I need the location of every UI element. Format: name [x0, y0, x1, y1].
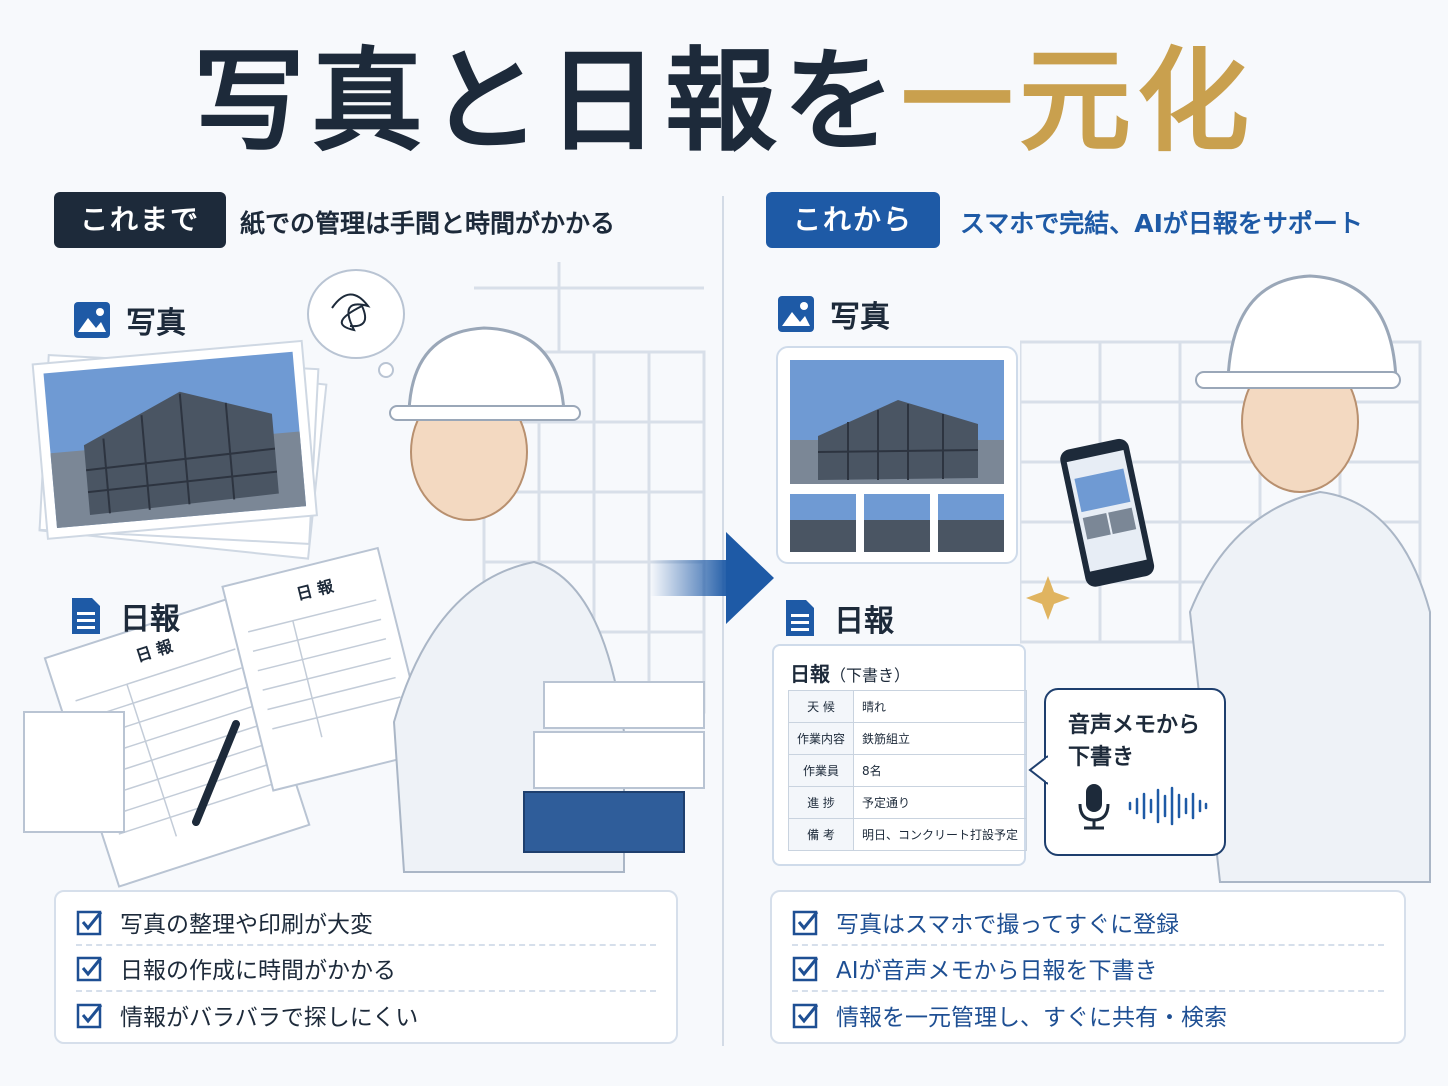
row-value: 明日、コンクリート打設予定 [853, 818, 1028, 851]
thumbnail-photo [938, 494, 1004, 552]
after-check-text-3: 情報を一元管理し、すぐに共有・検索 [836, 1005, 1227, 1031]
before-check-text-1: 写真の整理や印刷が大変 [120, 912, 373, 938]
row-value: 晴れ [853, 690, 1028, 723]
table-row: 作業内容鉄筋組立 [787, 722, 1028, 755]
before-photo-heading: 写真 [72, 298, 186, 342]
main-title: 写真と日報を一元化 [0, 42, 1448, 162]
checkbox-icon [76, 910, 103, 936]
checkbox-icon [76, 1003, 103, 1029]
microphone-icon [1078, 784, 1110, 830]
before-checklist: 写真の整理や印刷が大変 日報の作成に時間がかかる 情報がバラバラで探しにくい [54, 890, 678, 1044]
row-key: 天 候 [787, 690, 855, 723]
pen-icon [192, 720, 240, 826]
center-divider [722, 196, 724, 1046]
table-row: 天 候晴れ [787, 690, 1028, 723]
photo-gallery [790, 360, 1004, 552]
checkbox-icon [792, 910, 819, 936]
main-photo [790, 360, 1004, 484]
checkbox-icon [792, 956, 819, 982]
document-icon [786, 600, 814, 636]
after-check-item-2: AIが音声メモから日報を下書き [792, 946, 1384, 992]
voice-memo-line-1: 音声メモから [1068, 713, 1201, 738]
after-report-label: 日報 [834, 604, 894, 639]
table-row: 備 考明日、コンクリート打設予定 [787, 818, 1028, 851]
row-value: 鉄筋組立 [853, 722, 1028, 755]
thumbnail-photo [790, 494, 856, 552]
before-check-text-2: 日報の作成に時間がかかる [120, 958, 396, 984]
bubble-tail [1028, 755, 1048, 785]
before-photo-label: 写真 [126, 306, 186, 341]
sparkle-icon [1026, 576, 1070, 620]
voice-memo-text: 音声メモから 下書き [1068, 710, 1200, 774]
after-photo-label: 写真 [830, 300, 890, 335]
before-check-text-3: 情報がバラバラで探しにくい [120, 1005, 419, 1031]
after-check-item-1: 写真はスマホで撮ってすぐに登録 [792, 900, 1384, 946]
after-photo-heading: 写真 [776, 292, 890, 336]
before-report-label: 日報 [120, 602, 180, 637]
after-check-item-3: 情報を一元管理し、すぐに共有・検索 [792, 992, 1384, 1038]
row-key: 備 考 [787, 818, 855, 851]
voice-memo-bubble: 音声メモから 下書き [1028, 688, 1226, 856]
arrow-right-icon [650, 532, 774, 624]
report-title-text: 日報 [790, 662, 830, 686]
table-row: 進 捗予定通り [787, 786, 1028, 819]
before-subtitle: 紙での管理は手間と時間がかかる [240, 209, 616, 238]
image-icon [74, 302, 110, 338]
before-check-item-1: 写真の整理や印刷が大変 [76, 900, 656, 946]
row-key: 作業員 [787, 754, 855, 787]
row-key: 作業内容 [787, 722, 855, 755]
before-check-item-3: 情報がバラバラで探しにくい [76, 992, 656, 1038]
after-checklist: 写真はスマホで撮ってすぐに登録 AIが音声メモから日報を下書き 情報を一元管理し… [770, 890, 1406, 1044]
row-value: 予定通り [853, 786, 1028, 819]
after-subtitle: スマホで完結、AIが日報をサポート [960, 209, 1363, 238]
photo-gallery-panel [776, 346, 1018, 564]
checkbox-icon [76, 956, 103, 982]
binder-stack [23, 681, 705, 853]
sound-wave-icon [1128, 786, 1208, 826]
report-draft-tag: （下書き） [830, 666, 911, 685]
voice-memo-line-2: 下書き [1068, 745, 1135, 770]
title-part-2: 一元化 [901, 37, 1255, 167]
row-key: 進 捗 [787, 786, 855, 819]
after-check-text-2: AIが音声メモから日報を下書き [836, 958, 1158, 984]
before-illustration: 日 報 日 報 [23, 262, 706, 888]
checkbox-icon [792, 1003, 819, 1029]
photo-stack [31, 339, 328, 560]
after-check-text-1: 写真はスマホで撮ってすぐに登録 [836, 912, 1180, 938]
document-icon [72, 598, 100, 634]
worker-figure [389, 326, 625, 873]
report-draft-title: 日報（下書き） [790, 658, 910, 687]
smartphone-icon [1060, 438, 1155, 587]
row-value: 8名 [853, 754, 1028, 787]
title-part-1: 写真と日報を [193, 37, 901, 167]
after-badge: これから [766, 192, 940, 248]
worker-figure [1188, 274, 1431, 883]
before-badge: これまで [54, 192, 226, 248]
thumbnail-photo [864, 494, 930, 552]
before-report-heading: 日報 [66, 594, 180, 638]
image-icon [778, 296, 814, 332]
before-check-item-2: 日報の作成に時間がかかる [76, 946, 656, 992]
after-illustration [1020, 274, 1431, 883]
after-report-heading: 日報 [780, 596, 894, 640]
